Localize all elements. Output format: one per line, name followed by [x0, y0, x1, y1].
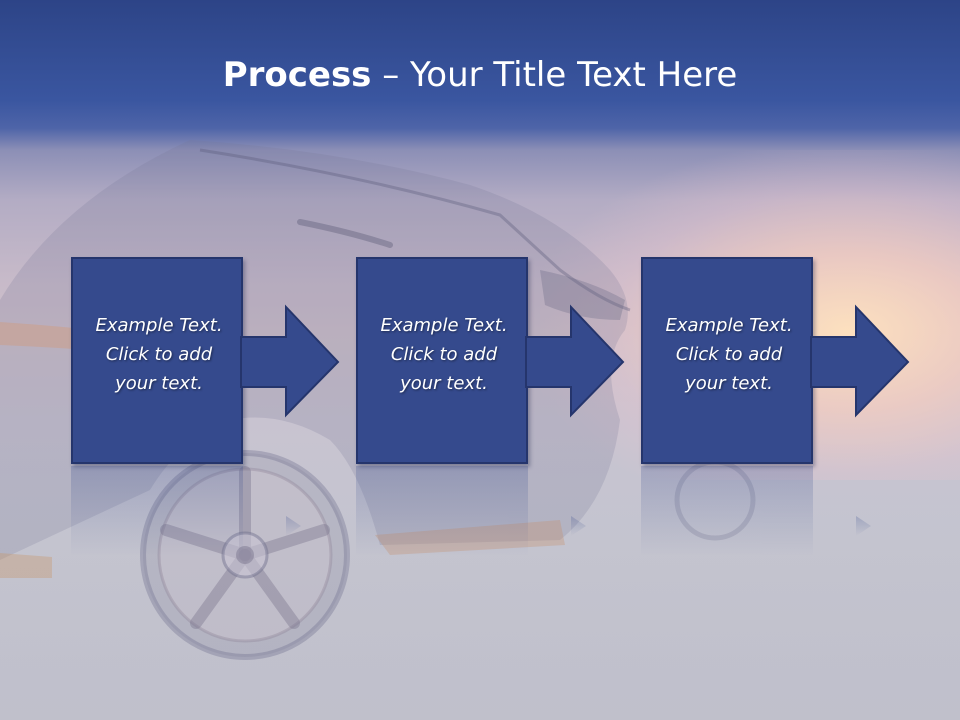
- arrow-right-icon: [525, 304, 625, 418]
- slide-title[interactable]: Process – Your Title Text Here: [0, 52, 960, 98]
- step-text-line1: Example Text.: [95, 315, 223, 336]
- title-bold: Process: [222, 55, 372, 95]
- car-window-line: [199, 148, 631, 312]
- step-text[interactable]: Example Text. Click to add your text.: [643, 311, 815, 398]
- step-box[interactable]: Example Text. Click to add your text.: [641, 257, 813, 464]
- step-text[interactable]: Example Text. Click to add your text.: [73, 311, 245, 398]
- step-reflection: [71, 466, 301, 556]
- car-mirror: [540, 270, 625, 320]
- step-reflection: [356, 466, 586, 556]
- step-text-line3: your text.: [115, 373, 203, 394]
- car-door-handle: [297, 219, 393, 248]
- step-text-line1: Example Text.: [665, 315, 793, 336]
- step-text-line3: your text.: [400, 373, 488, 394]
- step-text-line2: Click to add: [105, 344, 213, 365]
- arrow-right-icon: [240, 304, 340, 418]
- step-box[interactable]: Example Text. Click to add your text.: [71, 257, 243, 464]
- car-side-light: [0, 553, 52, 578]
- arrow-right-icon: [810, 304, 910, 418]
- step-text-line2: Click to add: [390, 344, 498, 365]
- title-rest: – Your Title Text Here: [371, 55, 738, 95]
- step-text-line1: Example Text.: [380, 315, 508, 336]
- step-text-line2: Click to add: [675, 344, 783, 365]
- step-text[interactable]: Example Text. Click to add your text.: [358, 311, 530, 398]
- step-box[interactable]: Example Text. Click to add your text.: [356, 257, 528, 464]
- step-reflection: [641, 466, 871, 556]
- step-text-line3: your text.: [685, 373, 773, 394]
